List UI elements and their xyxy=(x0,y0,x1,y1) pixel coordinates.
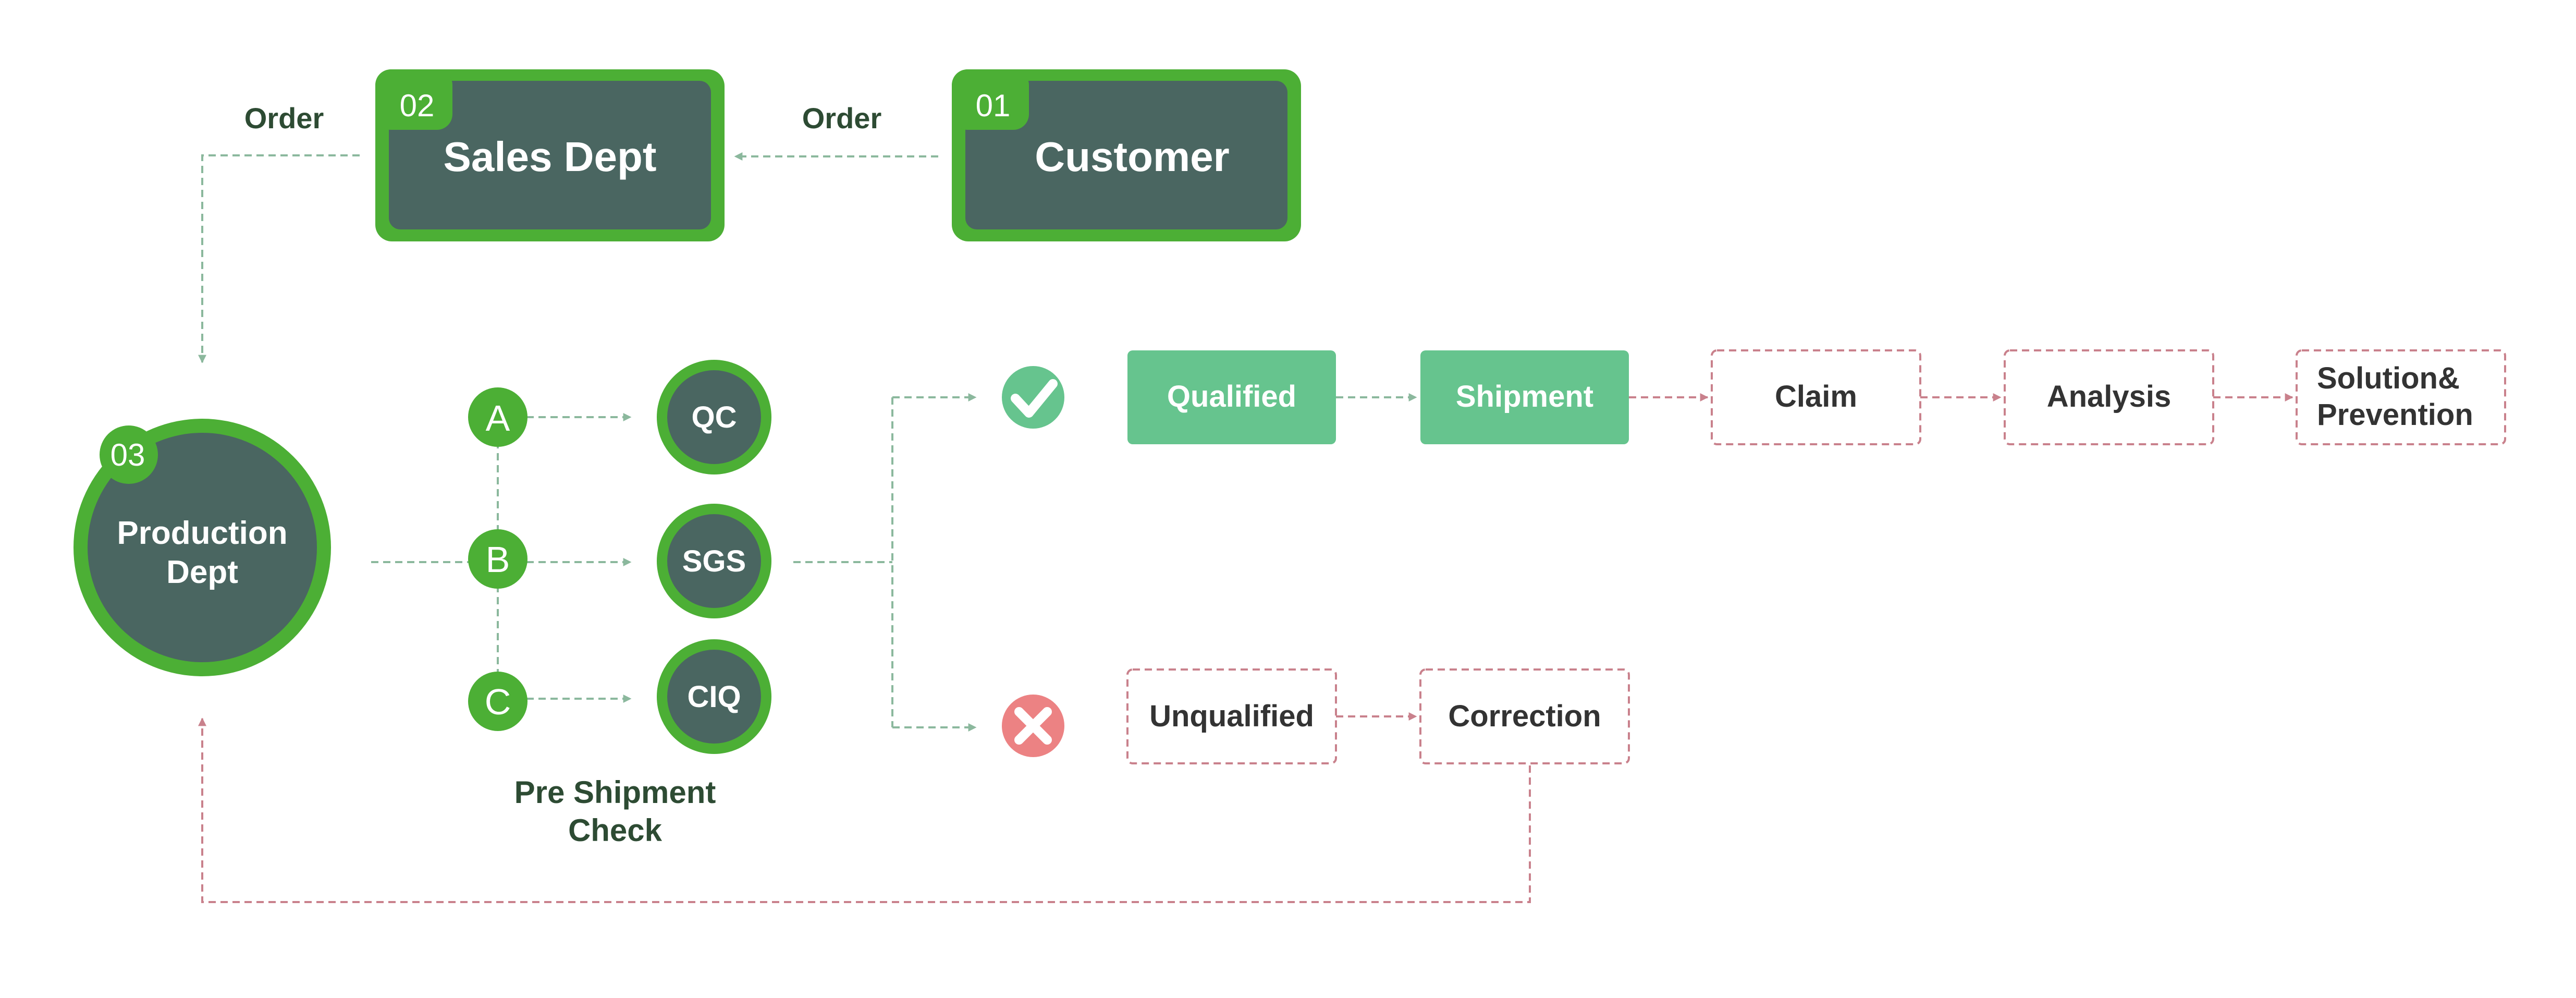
pre-shipment-caption-line1: Pre Shipment xyxy=(514,775,716,810)
branch-letter-circle xyxy=(468,529,528,589)
check-branch-b: B SGS xyxy=(468,504,771,618)
shipment-box: Shipment xyxy=(1420,350,1629,444)
cross-icon xyxy=(1002,695,1064,757)
solution-label-line2: Prevention xyxy=(2317,398,2473,432)
production-label-line1: Production xyxy=(117,515,287,551)
analysis-box: Analysis xyxy=(2004,349,2214,445)
edge-label-order-left: Order xyxy=(244,102,324,135)
edge-label-order-right: Order xyxy=(802,102,882,135)
production-dept-node: 03 Production Dept xyxy=(73,419,331,676)
unqualified-box: Unqualified xyxy=(1126,668,1337,764)
unqualified-label: Unqualified xyxy=(1149,699,1314,733)
pre-shipment-caption-line2: Check xyxy=(568,813,663,848)
analysis-label: Analysis xyxy=(2047,380,2172,413)
check-branch-c: C CIQ xyxy=(468,639,771,754)
connector-sales-to-production xyxy=(198,154,360,363)
sales-badge xyxy=(375,69,452,130)
customer-badge xyxy=(952,69,1029,130)
sales-dept-node: 02 Sales Dept xyxy=(375,69,725,241)
solution-prevention-box: Solution& Prevention xyxy=(2296,349,2506,445)
production-label-line2: Dept xyxy=(166,554,238,590)
sales-number: 02 xyxy=(400,88,435,123)
customer-number: 01 xyxy=(976,88,1011,123)
branch-letter-circle xyxy=(468,672,528,731)
qualified-box: Qualified xyxy=(1127,350,1336,444)
agency-label-ciq: CIQ xyxy=(687,680,741,714)
solution-label-line1: Solution& xyxy=(2317,361,2460,395)
connectors xyxy=(198,152,2293,903)
agency-label-qc: QC xyxy=(692,400,737,434)
qualified-label: Qualified xyxy=(1167,380,1296,413)
branch-letter: B xyxy=(486,539,510,580)
check-branch-a: A QC xyxy=(468,360,771,474)
production-number: 03 xyxy=(111,437,145,472)
correction-label: Correction xyxy=(1448,699,1601,733)
production-badge xyxy=(100,425,158,484)
branch-letter-circle xyxy=(468,387,528,447)
customer-node: 01 Customer xyxy=(952,69,1301,241)
claim-label: Claim xyxy=(1775,380,1857,413)
claim-box: Claim xyxy=(1711,349,1921,445)
branch-letter: C xyxy=(485,681,511,722)
agency-label-sgs: SGS xyxy=(682,544,746,578)
customer-label: Customer xyxy=(1035,133,1229,180)
sales-label: Sales Dept xyxy=(443,133,656,180)
shipment-label: Shipment xyxy=(1456,380,1593,413)
check-icon xyxy=(1002,366,1064,429)
correction-box: Correction xyxy=(1419,668,1630,764)
branch-letter: A xyxy=(486,398,510,439)
